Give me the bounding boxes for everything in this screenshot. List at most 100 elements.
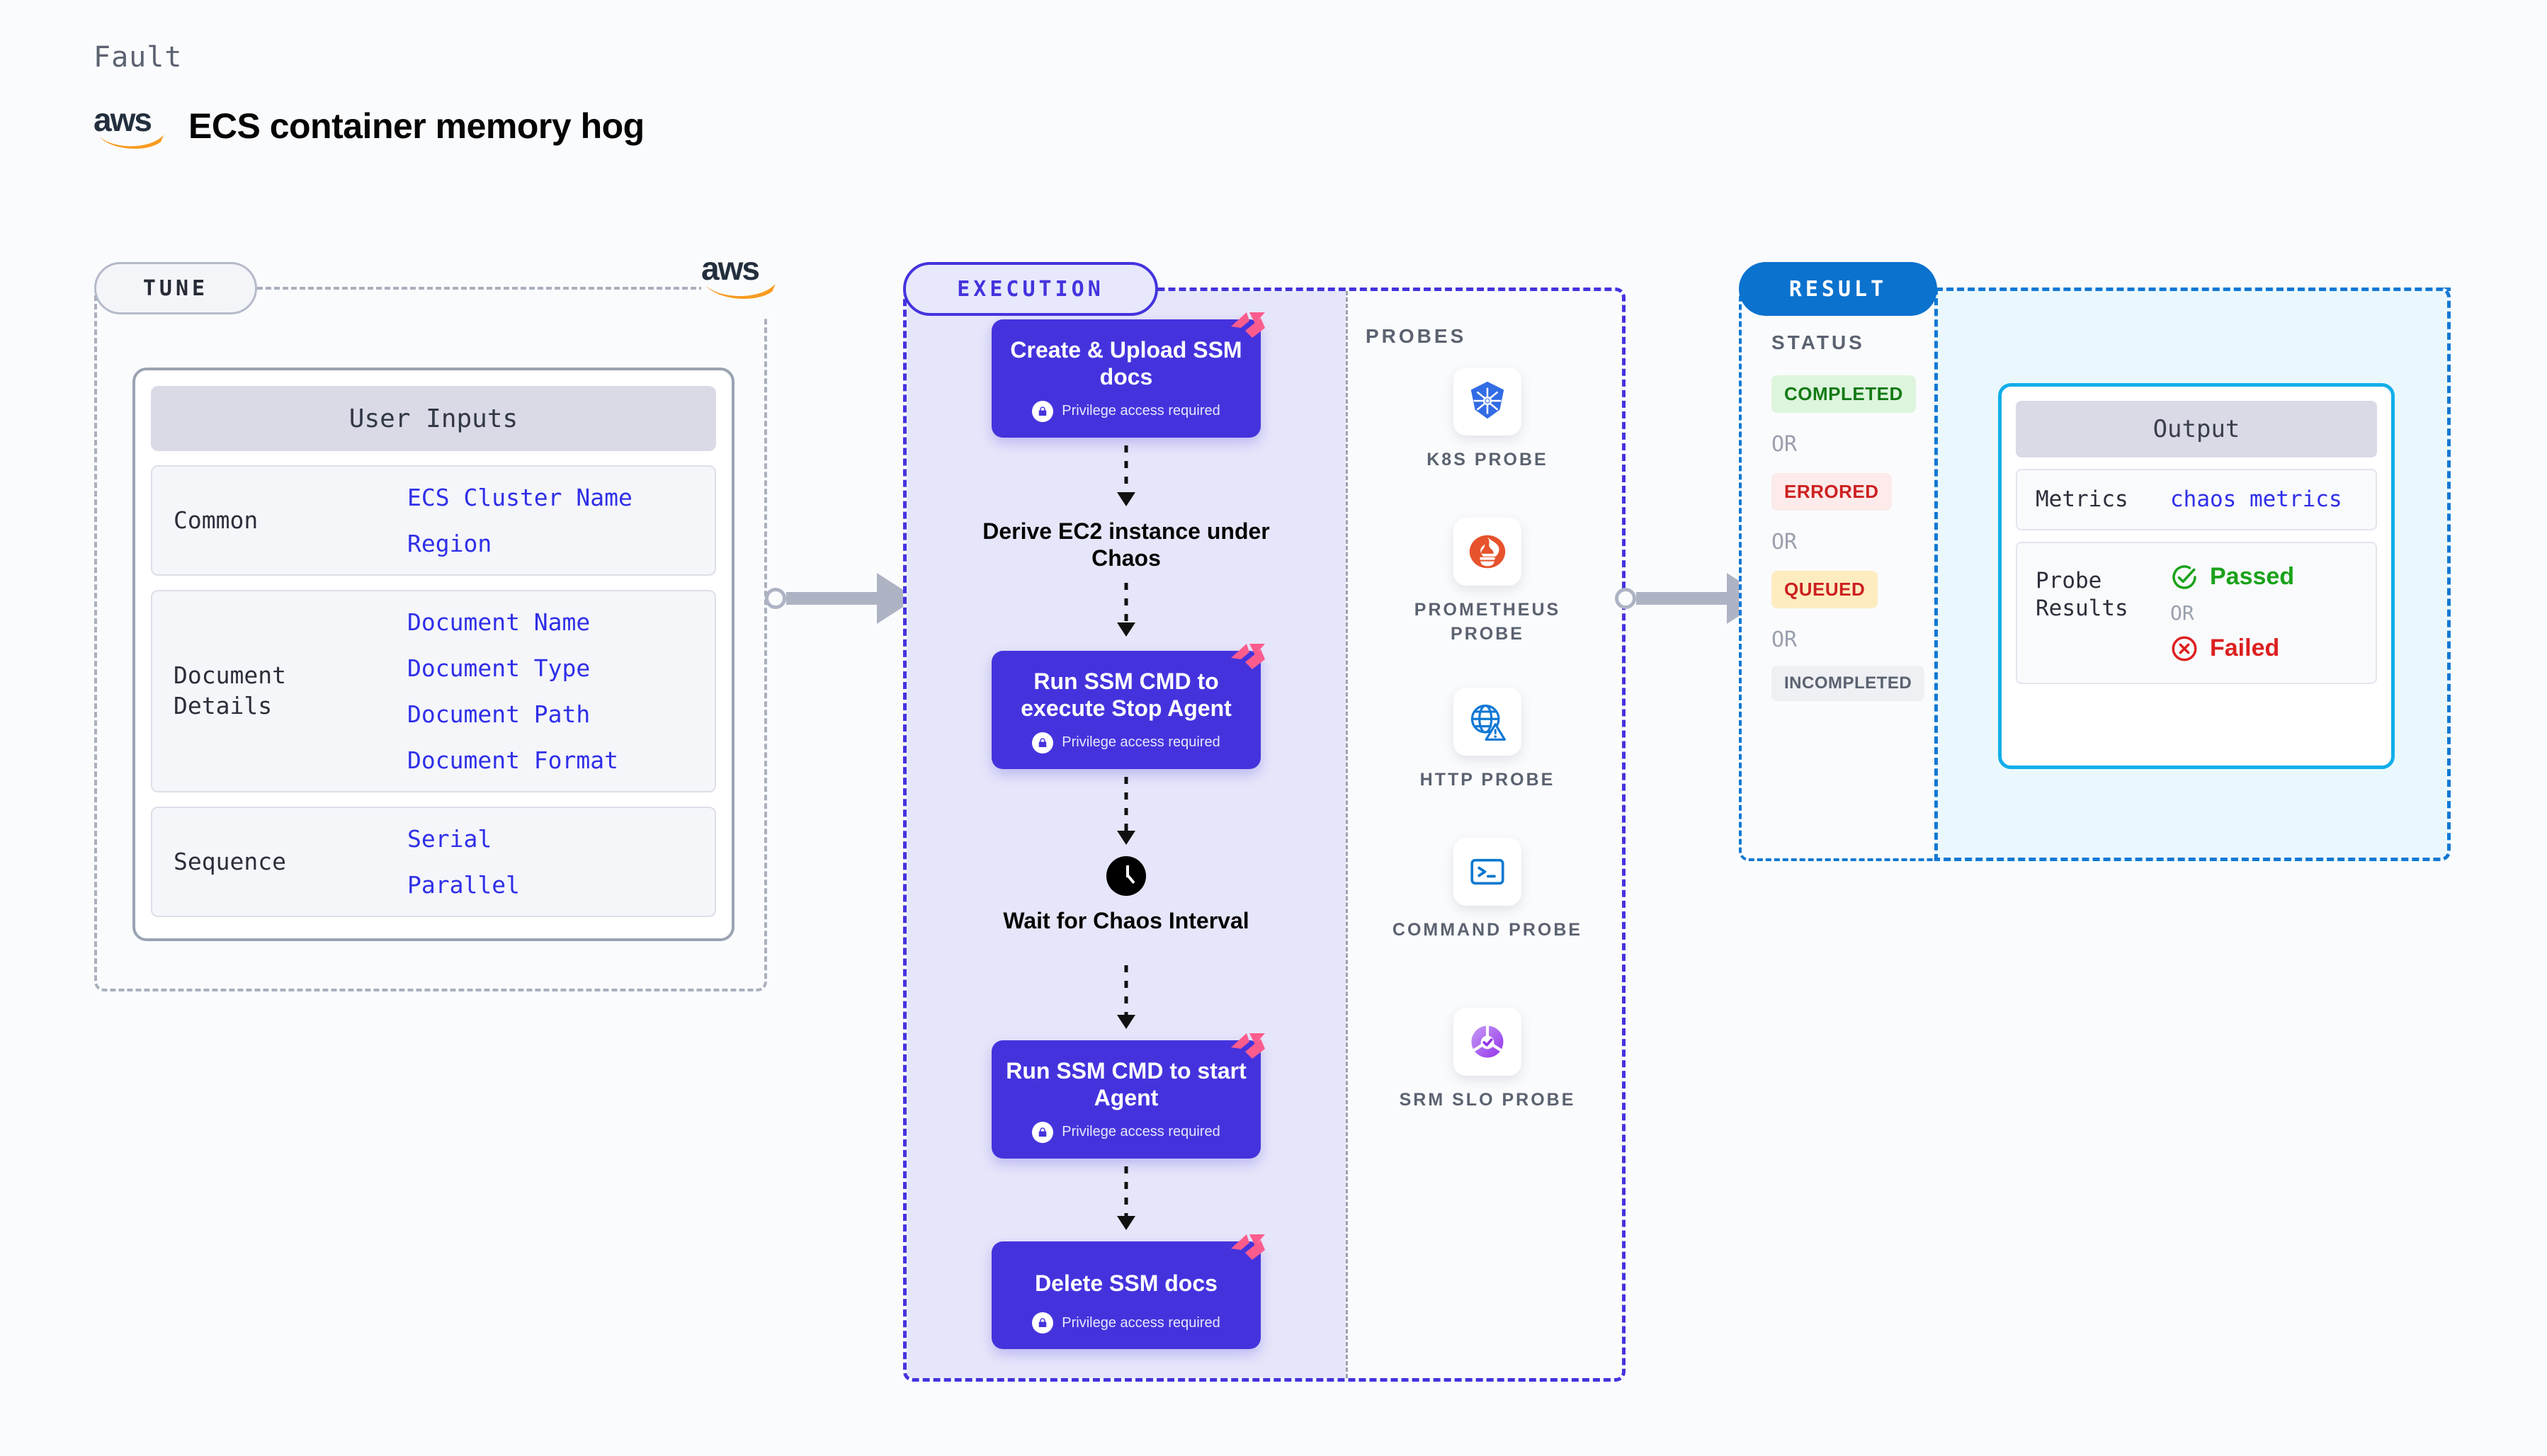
- input-group-label: Sequence: [174, 847, 286, 875]
- connector-bar: [1636, 592, 1728, 605]
- status-or: OR: [1771, 627, 1798, 652]
- flow-node-title: Delete SSM docs: [1035, 1270, 1218, 1296]
- flow-node-title: Run SSM CMD to start Agent: [1006, 1058, 1247, 1111]
- flow-arrowhead: [1117, 1216, 1135, 1230]
- flow-node-run-ssm-start-agent[interactable]: Run SSM CMD to start Agent Privilege acc…: [992, 1033, 1265, 1159]
- probe-http[interactable]: HTTP PROBE: [1381, 688, 1594, 792]
- input-group-document-details: Document Details Document Name Document …: [151, 590, 716, 792]
- page-title: ECS container memory hog: [188, 106, 645, 146]
- harness-ribbon-icon: [1231, 312, 1265, 338]
- input-value[interactable]: Parallel: [407, 871, 520, 899]
- probe-result-passed-label: Passed: [2210, 563, 2295, 591]
- status-label: STATUS: [1771, 331, 1865, 353]
- lock-icon: [1032, 400, 1054, 422]
- input-value[interactable]: Document Format: [407, 746, 619, 774]
- privilege-note-text: Privilege access required: [1062, 403, 1220, 419]
- check-circle-icon: [2172, 565, 2196, 589]
- flow-connector: [1124, 777, 1128, 832]
- probes-label: PROBES: [1366, 325, 1467, 347]
- flow-node-title: Wait for Chaos Interval: [1003, 908, 1249, 933]
- user-inputs-card: User Inputs Common ECS Cluster Name Regi…: [132, 368, 734, 941]
- input-value[interactable]: Document Type: [407, 654, 591, 682]
- input-value[interactable]: ECS Cluster Name: [407, 484, 633, 511]
- flow-node-run-ssm-stop-agent[interactable]: Run SSM CMD to execute Stop Agent Privil…: [992, 644, 1265, 769]
- stage-badge-execution[interactable]: EXECUTION: [903, 262, 1158, 316]
- status-panel: STATUS COMPLETED OR ERRORED OR QUEUED OR…: [1739, 288, 1937, 861]
- output-row-metrics: Metrics chaos metrics: [2016, 469, 2377, 530]
- tune-aws-logo: aws: [701, 249, 785, 317]
- lock-icon: [1032, 1312, 1054, 1334]
- probe-label: SRM SLO PROBE: [1399, 1090, 1576, 1110]
- input-group-sequence: Sequence Serial Parallel: [151, 807, 716, 917]
- privilege-note-text: Privilege access required: [1062, 1314, 1220, 1331]
- probe-k8s[interactable]: K8S PROBE: [1381, 368, 1594, 472]
- x-circle-icon: [2172, 636, 2197, 661]
- harness-ribbon-icon: [1231, 1234, 1265, 1260]
- tune-panel: User Inputs Common ECS Cluster Name Regi…: [94, 287, 767, 991]
- status-badge-queued: QUEUED: [1771, 571, 1878, 608]
- status-or: OR: [1771, 530, 1798, 554]
- stage-badge-tune[interactable]: TUNE: [94, 262, 257, 314]
- output-panel: Output Metrics chaos metrics Probe Resul…: [1934, 288, 2451, 861]
- connector-start-dot: [765, 588, 786, 609]
- privilege-note-text: Privilege access required: [1062, 1124, 1220, 1140]
- flow-node-create-upload-ssm-docs[interactable]: Create & Upload SSM docs Privilege acces…: [992, 312, 1265, 438]
- probe-label: HTTP PROBE: [1419, 770, 1555, 790]
- lock-icon: [1032, 732, 1054, 753]
- flow-node-derive-ec2-instance: Derive EC2 instance under Chaos: [977, 518, 1275, 572]
- output-row-label: Probe Results: [2036, 567, 2128, 621]
- flow-arrowhead: [1117, 1015, 1135, 1029]
- stage-badge-result[interactable]: RESULT: [1739, 262, 1937, 316]
- input-value[interactable]: Document Name: [407, 608, 591, 636]
- title-row: aws ECS container memory hog: [93, 103, 645, 149]
- flow-node-delete-ssm-docs[interactable]: Delete SSM docs Privilege access require…: [992, 1234, 1265, 1350]
- flow-node-title: Create & Upload SSM docs: [1010, 337, 1242, 390]
- lock-icon: [1032, 1121, 1054, 1143]
- clock-icon: [1106, 856, 1146, 896]
- probe-label: COMMAND PROBE: [1392, 920, 1583, 940]
- input-value[interactable]: Region: [407, 530, 492, 557]
- harness-ribbon-icon: [1231, 1033, 1265, 1059]
- flow-arrowhead: [1117, 492, 1135, 506]
- flow-connector: [1124, 965, 1128, 1016]
- probe-result-failed-label: Failed: [2210, 635, 2280, 662]
- input-group-label: Document Details: [174, 661, 286, 720]
- probe-command[interactable]: COMMAND PROBE: [1381, 838, 1594, 943]
- input-group-common: Common ECS Cluster Name Region: [151, 465, 716, 576]
- output-row-label: Metrics: [2036, 487, 2128, 512]
- srm-slo-icon: [1453, 1008, 1521, 1076]
- connector-bar: [786, 592, 878, 605]
- output-title: Output: [2016, 401, 2377, 457]
- probe-label: PROMETHEUS PROBE: [1414, 600, 1561, 644]
- probe-srm-slo[interactable]: SRM SLO PROBE: [1381, 1008, 1594, 1113]
- http-globe-icon: [1453, 688, 1521, 756]
- flow-connector: [1124, 583, 1128, 624]
- output-row-value[interactable]: chaos metrics: [2170, 487, 2342, 513]
- output-card: Output Metrics chaos metrics Probe Resul…: [1998, 383, 2395, 769]
- page-header: Fault aws ECS container memory hog: [93, 41, 645, 149]
- status-or: OR: [1771, 432, 1798, 457]
- probe-result-or: OR: [2170, 601, 2194, 625]
- flow-arrowhead: [1117, 831, 1135, 845]
- flow-arrowhead: [1117, 622, 1135, 637]
- privilege-note: Privilege access required: [1006, 400, 1247, 422]
- status-badge-incompleted: INCOMPLETED: [1771, 666, 1925, 701]
- input-value[interactable]: Serial: [407, 825, 492, 853]
- harness-ribbon-icon: [1231, 644, 1265, 669]
- terminal-icon: [1453, 838, 1521, 906]
- output-row-probe-results: Probe Results Passed OR Failed: [2016, 541, 2377, 684]
- status-badge-errored: ERRORED: [1771, 473, 1892, 511]
- probe-label: K8S PROBE: [1426, 450, 1548, 470]
- prometheus-icon: [1453, 518, 1521, 586]
- fault-kicker: Fault: [93, 41, 183, 74]
- status-badge-completed: COMPLETED: [1771, 375, 1916, 413]
- flow-connector: [1124, 445, 1128, 494]
- probe-result-passed: Passed: [2170, 563, 2294, 591]
- probe-prometheus[interactable]: PROMETHEUS PROBE: [1381, 518, 1594, 647]
- kubernetes-icon: [1453, 368, 1521, 436]
- input-value[interactable]: Document Path: [407, 700, 591, 728]
- aws-logo: aws: [93, 103, 170, 149]
- input-group-label: Common: [174, 506, 259, 534]
- privilege-note: Privilege access required: [1006, 732, 1247, 753]
- flow-node-title: Run SSM CMD to execute Stop Agent: [1021, 669, 1232, 722]
